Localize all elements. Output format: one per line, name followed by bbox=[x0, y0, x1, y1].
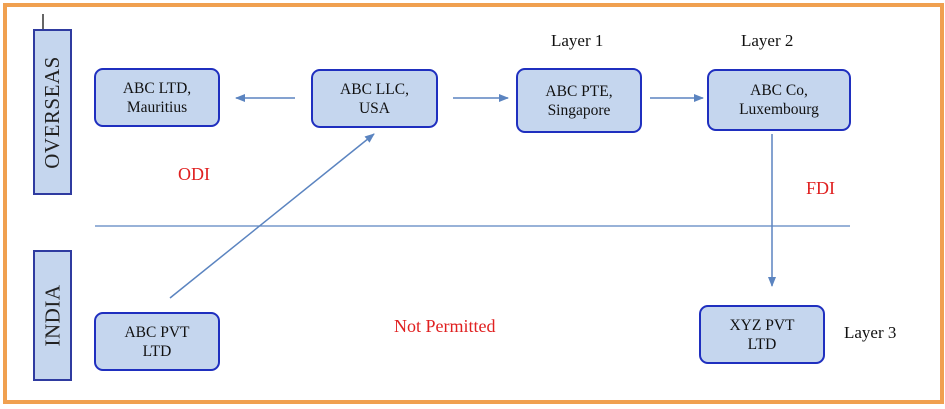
diagram-frame bbox=[3, 3, 944, 404]
node-abc-pte-singapore: ABC PTE, Singapore bbox=[516, 68, 642, 133]
node-abc-ltd-mauritius: ABC LTD, Mauritius bbox=[94, 68, 220, 127]
layer-3-label: Layer 3 bbox=[844, 323, 897, 342]
region-overseas: OVERSEAS bbox=[33, 29, 72, 195]
node-abc-pvt-ltd: ABC PVT LTD bbox=[94, 312, 220, 371]
node-abc-co-luxembourg: ABC Co, Luxembourg bbox=[707, 69, 851, 131]
odi-label: ODI bbox=[178, 164, 210, 184]
layer-2-label: Layer 2 bbox=[741, 31, 794, 50]
layer-1-label: Layer 1 bbox=[551, 31, 604, 50]
node-abc-llc-usa: ABC LLC, USA bbox=[311, 69, 438, 128]
arrow-pvt-to-llc bbox=[169, 133, 375, 299]
node-xyz-pvt-ltd: XYZ PVT LTD bbox=[699, 305, 825, 364]
region-overseas-label: OVERSEAS bbox=[40, 55, 64, 169]
fdi-label: FDI bbox=[806, 178, 836, 198]
not-permitted-label: Not Permitted bbox=[394, 316, 496, 336]
region-india: INDIA bbox=[33, 250, 72, 381]
region-india-label: INDIA bbox=[40, 284, 65, 347]
